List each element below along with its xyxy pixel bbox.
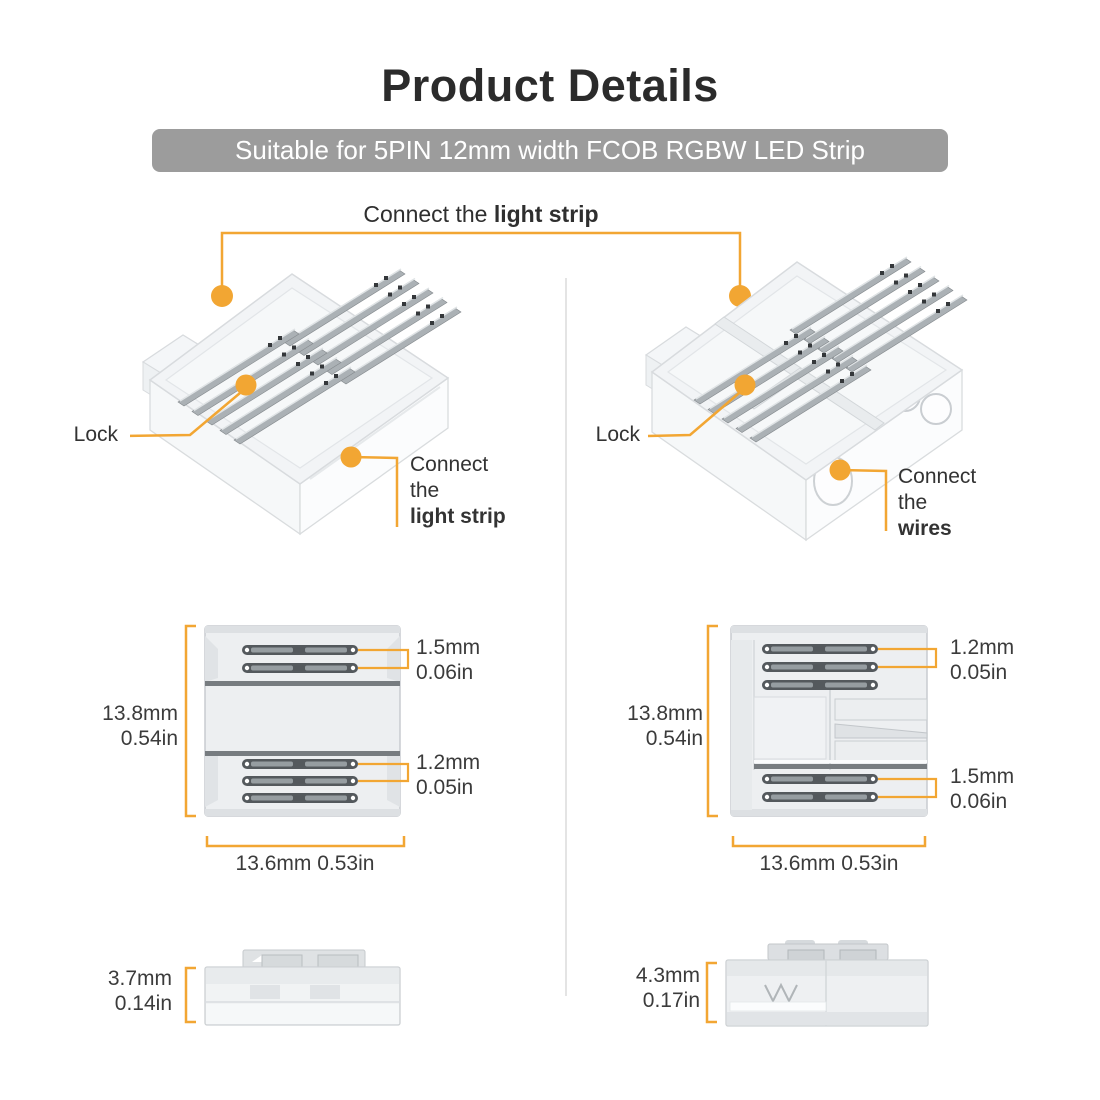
width-measure-bracket-icon <box>731 836 927 848</box>
right-lock-label: Lock <box>595 423 640 446</box>
right-pin-top-dimension: 1.2mm 0.05in <box>950 635 1014 685</box>
dim-mm: 1.5mm <box>950 765 1015 788</box>
height-measure-bracket-icon <box>184 624 196 818</box>
dim-mm: 3.7mm <box>107 967 172 990</box>
right-side-view-diagram <box>705 940 929 1027</box>
callout-dot-icon <box>235 374 257 396</box>
height-measure-bracket-icon <box>184 966 196 1024</box>
callout-line: the <box>898 491 928 514</box>
pin-measure-bracket-icon <box>878 777 938 799</box>
left-lock-label: Lock <box>73 423 118 446</box>
right-pin-bottom-dimension: 1.5mm 0.06in <box>950 764 1014 814</box>
callout-line: wires <box>898 517 952 540</box>
callout-line: light strip <box>410 505 506 528</box>
dim-in: 0.54in <box>645 727 703 750</box>
callout-line: the <box>410 479 440 502</box>
height-measure-bracket-icon <box>706 624 718 818</box>
right-width-dimension: 13.6mm 0.53in <box>759 852 899 875</box>
dim-in: 0.06in <box>416 661 474 684</box>
section-divider <box>565 278 567 996</box>
left-height-dimension: 13.8mm 0.54in <box>88 701 178 751</box>
top-callout-label: Connect the light strip <box>363 201 598 228</box>
dim-mm: 1.5mm <box>416 636 481 659</box>
left-side-height-dimension: 3.7mm 0.14in <box>82 966 172 1016</box>
right-height-dimension: 13.8mm 0.54in <box>613 701 703 751</box>
right-side-height-dimension: 4.3mm 0.17in <box>610 963 700 1013</box>
left-width-dimension: 13.6mm 0.53in <box>235 852 375 875</box>
left-strip-callout-label: Connect the light strip <box>410 452 506 530</box>
callout-line: Connect <box>898 465 977 488</box>
dim-mm: 13.8mm <box>102 702 178 725</box>
page-title: Product Details <box>381 60 719 111</box>
right-wires-callout-label: Connect the wires <box>898 464 976 542</box>
top-callout-bold: light strip <box>493 201 599 227</box>
dim-in: 0.54in <box>120 727 178 750</box>
callout-dot-icon <box>734 374 756 396</box>
suitability-banner: Suitable for 5PIN 12mm width FCOB RGBW L… <box>152 129 948 172</box>
dim-mm: 1.2mm <box>950 636 1015 659</box>
lock-callout-line <box>647 387 746 438</box>
pin-measure-bracket-icon <box>358 762 410 783</box>
dim-in: 0.05in <box>416 776 474 799</box>
right-connector-illustration <box>644 256 968 542</box>
dim-mm: 13.8mm <box>627 702 703 725</box>
dim-in: 0.06in <box>950 790 1008 813</box>
pin-measure-bracket-icon <box>358 648 410 670</box>
pin-measure-bracket-icon <box>878 647 938 669</box>
strip-callout-line <box>350 455 399 527</box>
lock-callout-line <box>130 387 247 438</box>
width-measure-bracket-icon <box>205 836 406 848</box>
left-top-view-diagram <box>184 624 410 848</box>
callout-dot-icon <box>211 285 233 307</box>
dim-in: 0.17in <box>642 989 700 1012</box>
left-connector-illustration <box>130 268 462 536</box>
height-measure-bracket-icon <box>705 961 717 1024</box>
left-pin-top-dimension: 1.5mm 0.06in <box>416 635 480 685</box>
top-callout-prefix: Connect the <box>363 201 488 227</box>
dim-in: 0.05in <box>950 661 1008 684</box>
right-top-view-diagram <box>706 624 938 848</box>
dim-in: 0.14in <box>114 992 172 1015</box>
dim-mm: 1.2mm <box>416 751 481 774</box>
dim-mm: 4.3mm <box>635 964 700 987</box>
wires-callout-line <box>839 468 888 531</box>
callout-line: Connect <box>410 453 489 476</box>
left-pin-bottom-dimension: 1.2mm 0.05in <box>416 750 480 800</box>
left-side-view-diagram <box>184 949 401 1026</box>
